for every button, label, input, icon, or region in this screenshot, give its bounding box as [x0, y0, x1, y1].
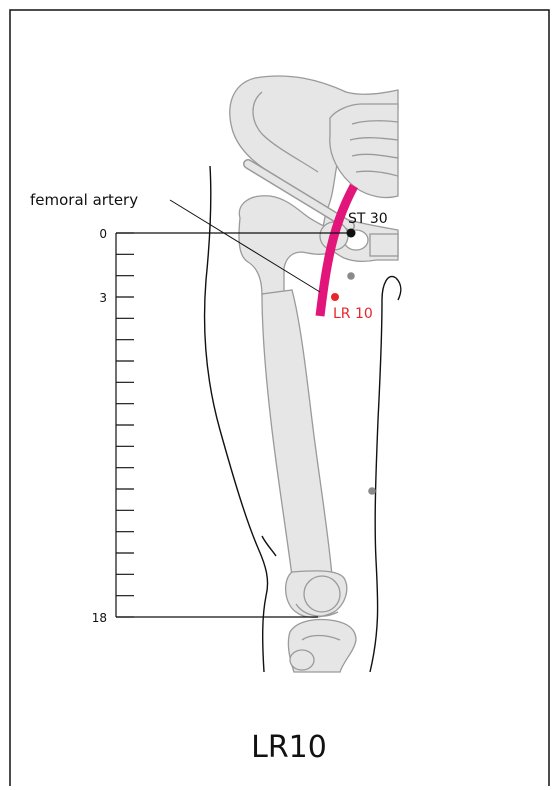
- st30-label: ST 30: [348, 211, 388, 227]
- lr10-point: [331, 293, 339, 301]
- scale-label-18: 18: [92, 611, 107, 625]
- femoral-artery-label: femoral artery: [30, 191, 138, 209]
- scale-label-3: 3: [99, 291, 107, 305]
- tibia-bone: [288, 620, 356, 673]
- gray-point-upper: [347, 272, 355, 280]
- scale-label-0: 0: [99, 227, 107, 241]
- diagram-title: LR10: [251, 730, 327, 765]
- gray-point-lower: [368, 487, 376, 495]
- lr10-label: LR 10: [333, 306, 373, 322]
